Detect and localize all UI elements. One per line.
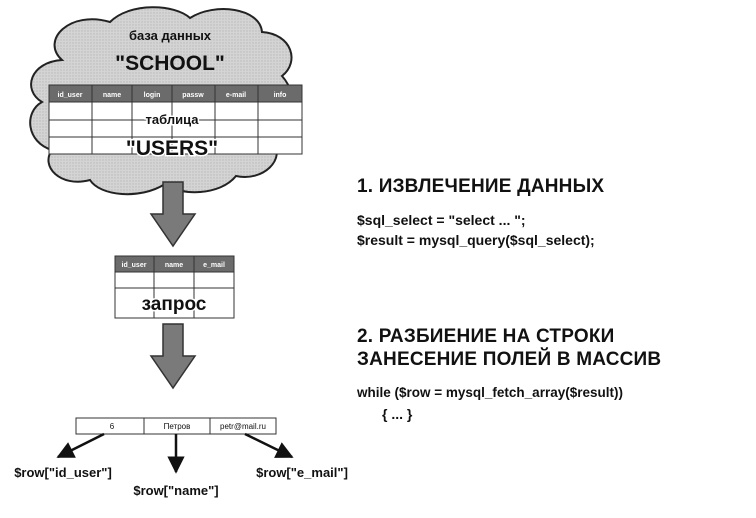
var-email: $row["e_mail"] xyxy=(256,465,348,480)
step1-code-line1: $sql_select = "select ... "; xyxy=(357,212,526,228)
users-col-header: info xyxy=(274,92,287,99)
query-col-header: name xyxy=(165,262,183,269)
down-arrow-icon xyxy=(149,323,197,390)
users-table: id_user name login passw e-mail info xyxy=(48,84,303,155)
step2-heading-line2: ЗАНЕСЕНИЕ ПОЛЕЙ В МАССИВ xyxy=(357,349,662,370)
step2-heading-line1: 2. РАЗБИЕНИЕ НА СТРОКИ xyxy=(357,326,615,347)
var-name: $row["name"] xyxy=(133,483,218,498)
row-cell-name: Петров xyxy=(164,422,191,431)
arrow-to-id-user xyxy=(56,432,105,459)
table-name: "USERS" xyxy=(126,137,218,160)
users-col-header: passw xyxy=(182,92,204,99)
row-cell-email: petr@mail.ru xyxy=(220,422,266,431)
var-id-user: $row["id_user"] xyxy=(14,465,112,480)
step2-code-line2: { ... } xyxy=(382,406,413,422)
users-table-body xyxy=(48,101,303,155)
query-table-body xyxy=(114,271,235,319)
users-col-header: id_user xyxy=(58,92,83,99)
step1-code-line2: $result = mysql_query($sql_select); xyxy=(357,232,595,248)
result-row: 6 Петров petr@mail.ru xyxy=(75,417,277,435)
users-col-header: e-mail xyxy=(226,92,246,99)
query-label: запрос xyxy=(142,294,207,315)
step1-heading: 1. ИЗВЛЕЧЕНИЕ ДАННЫХ xyxy=(357,176,605,197)
users-col-header: login xyxy=(144,92,161,99)
query-col-header: id_user xyxy=(122,262,147,269)
row-cell-id: 6 xyxy=(110,422,115,431)
down-arrow-icon xyxy=(149,181,197,248)
users-col-header: name xyxy=(103,92,121,99)
users-table-header xyxy=(48,84,303,103)
arrow-to-email xyxy=(244,432,294,459)
db-label: база данных xyxy=(129,28,212,43)
query-col-header: e_mail xyxy=(203,262,225,269)
query-table: id_user name e_mail xyxy=(114,255,235,319)
db-name: "SCHOOL" xyxy=(115,52,225,75)
table-label: таблица xyxy=(146,112,200,127)
step2-code-line1: while ($row = mysql_fetch_array($result)… xyxy=(357,385,623,400)
